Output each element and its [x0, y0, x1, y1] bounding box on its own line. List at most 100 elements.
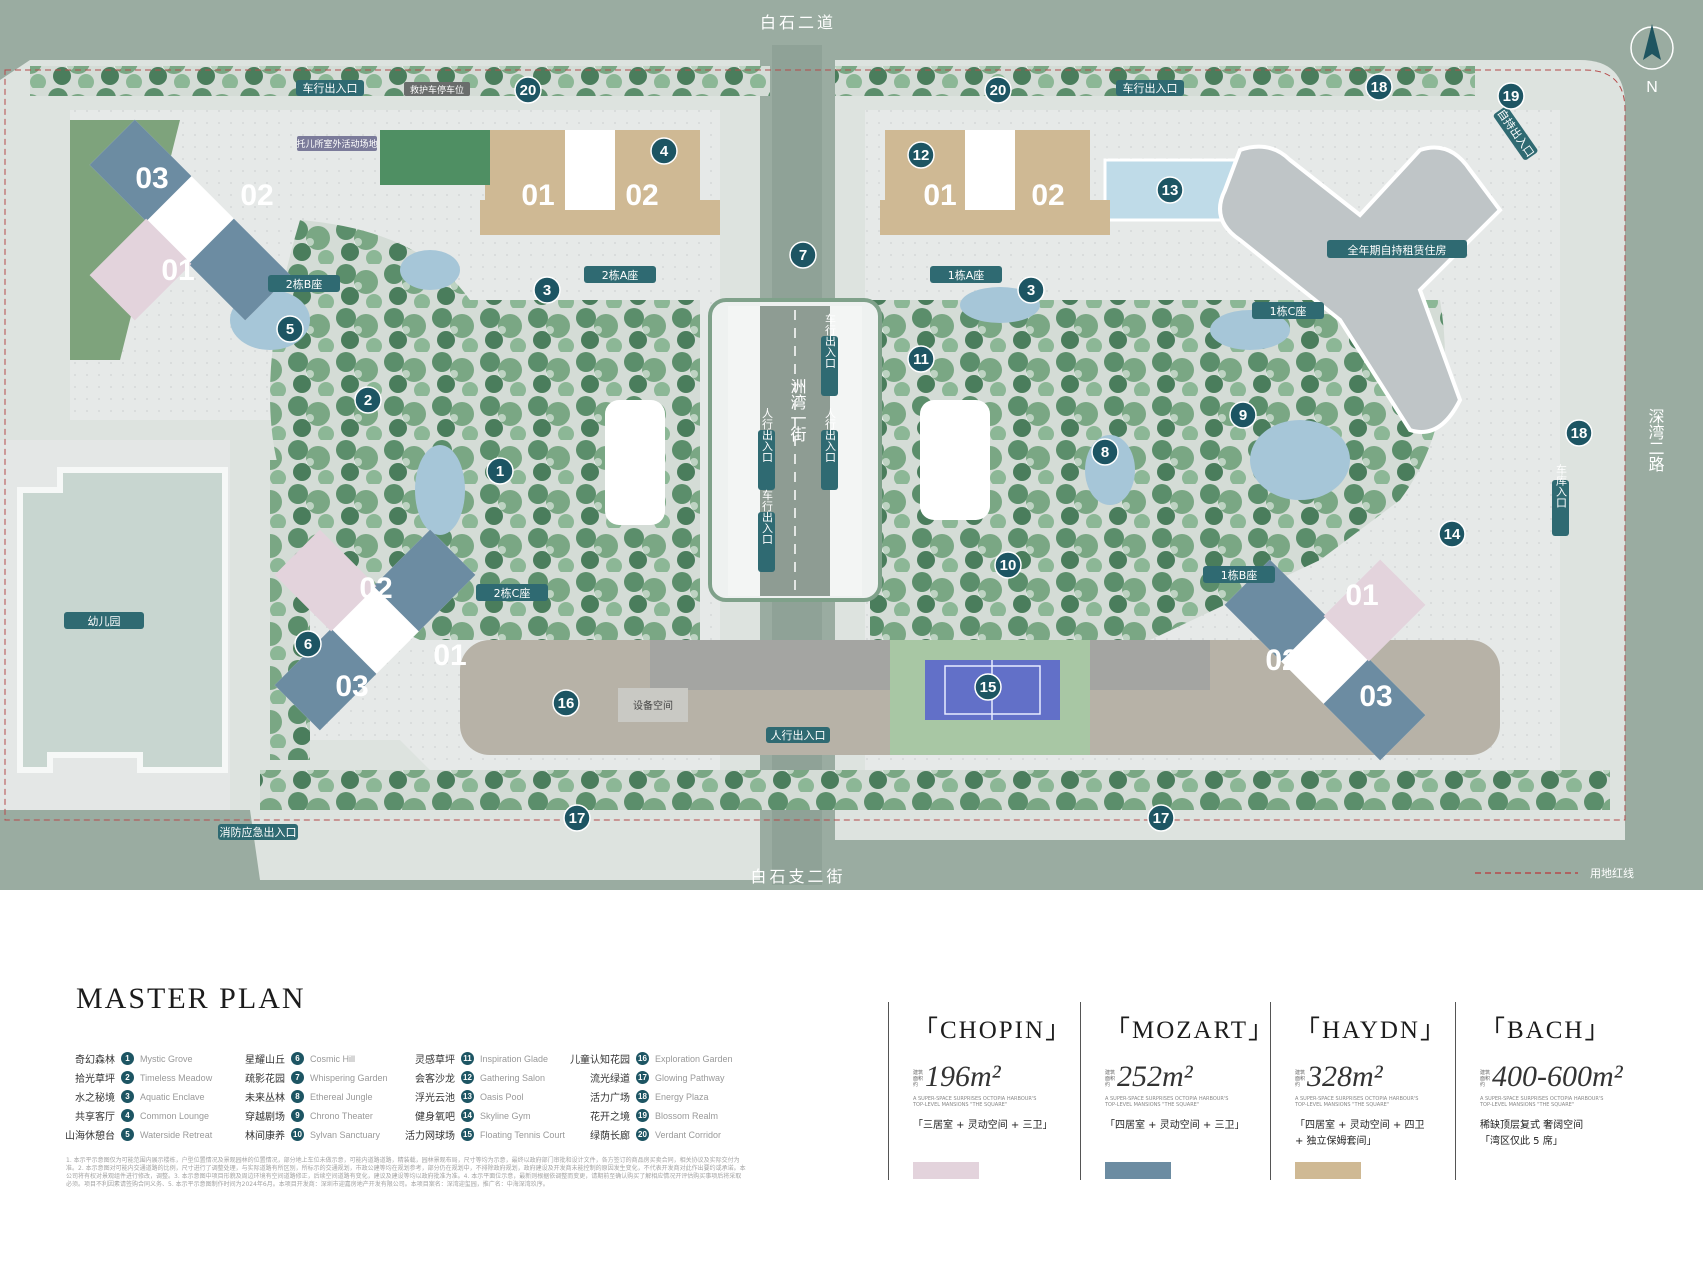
marker-label: 20 [990, 82, 1007, 99]
legend-num: 15 [461, 1128, 474, 1141]
marker-circle [533, 276, 561, 304]
road-east-label: 深湾二路 [1646, 408, 1665, 472]
marker-label: 13 [1162, 182, 1179, 199]
feature-marker-15: 15 [974, 673, 1002, 701]
marker-circle [1156, 176, 1184, 204]
marker-circle [1017, 276, 1045, 304]
unit-name: 「HAYDN」 [1295, 1017, 1447, 1044]
legend-num: 3 [121, 1090, 134, 1103]
tag-mid-car-1: 车行出入口 [821, 312, 838, 396]
garden-north-strip [30, 66, 770, 96]
road-north-label: 白石二道 [760, 13, 836, 32]
feature-marker-1: 1 [486, 457, 514, 485]
feature-marker-14: 14 [1438, 520, 1466, 548]
unit-color-swatch [1295, 1162, 1361, 1179]
marker-circle [1565, 419, 1593, 447]
unit-card-mozart: 「MOZART」 建筑面积约 252m² A SUPER-SPACE SURPR… [1080, 1002, 1273, 1180]
marker-label: 8 [1101, 444, 1109, 461]
legend-cn: 奇幻森林 [75, 1055, 115, 1066]
building-2a: 01 02 [480, 130, 720, 235]
feature-marker-18: 18 [1365, 73, 1393, 101]
feature-marker-12: 12 [907, 141, 935, 169]
unit-size-prefix: 建筑面积约 [1105, 1070, 1116, 1088]
legend-en: Exploration Garden [655, 1053, 733, 1064]
unit-name: 「BACH」 [1480, 1017, 1612, 1044]
marker-label: 11 [913, 351, 929, 368]
feature-marker-11: 11 [907, 345, 935, 373]
feature-marker-2: 2 [354, 386, 382, 414]
unit-name: 「CHOPIN」 [913, 1017, 1073, 1044]
pond-1c [1210, 310, 1290, 350]
svg-text:车库入口: 车库入口 [1555, 463, 1568, 508]
legend-cn: 活力广场 [590, 1093, 630, 1104]
legend-cn: 绿荫长廊 [590, 1131, 630, 1142]
svg-text:人行出入口: 人行出入口 [761, 407, 774, 462]
marker-circle [1229, 401, 1257, 429]
legend-cn: 未来丛林 [245, 1093, 285, 1104]
legend-num: 20 [636, 1128, 649, 1141]
marker-circle [984, 76, 1012, 104]
legend-en: Common Lounge [140, 1110, 210, 1121]
feature-marker-3: 3 [533, 276, 561, 304]
building-2c-01: 01 [433, 639, 466, 672]
master-plan-map: 幼儿园 设备空间 01 02 01 0 [0, 0, 1703, 890]
legend-en: Skyline Gym [480, 1110, 531, 1121]
feature-marker-9: 9 [1229, 401, 1257, 429]
marker-label: 3 [543, 282, 551, 299]
legend-cn: 活力网球场 [405, 1131, 455, 1142]
unit-size-row: 建筑面积约 328m² [1295, 1058, 1455, 1094]
master-plan-title: MASTER PLAN [76, 982, 306, 1015]
svg-text:托儿所室外活动场地: 托儿所室外活动场地 [296, 138, 377, 150]
marker-circle [994, 551, 1022, 579]
svg-text:车行出入口: 车行出入口 [824, 312, 837, 368]
unit-size-row: 建筑面积约 252m² [1105, 1058, 1270, 1094]
legend-num: 1 [121, 1052, 134, 1065]
legend-cn: 灵感草坪 [415, 1055, 455, 1066]
unit-tagline: A SUPER-SPACE SURPRISES OCTOPIA HARBOUR'… [1480, 1096, 1604, 1108]
legend-num: 7 [291, 1071, 304, 1084]
marker-circle [974, 673, 1002, 701]
svg-text:1栋B座: 1栋B座 [1221, 568, 1258, 582]
unit-description: 稀缺顶层复式 奢阔空间 「湾区仅此 5 席」 [1480, 1120, 1584, 1147]
building-2b [89, 119, 291, 321]
marker-label: 18 [1371, 79, 1388, 96]
marker-label: 19 [1503, 88, 1520, 105]
legend-en: Oasis Pool [480, 1091, 524, 1102]
legend-num: 8 [291, 1090, 304, 1103]
legend-num: 17 [636, 1071, 649, 1084]
garden-south-strip [260, 770, 1610, 810]
marker-label: 16 [558, 695, 575, 712]
legend-en: Chrono Theater [310, 1110, 373, 1121]
pond-9 [1250, 420, 1350, 500]
legend-cn: 林间康养 [245, 1131, 285, 1142]
legend-num: 5 [121, 1128, 134, 1141]
svg-text:1栋A座: 1栋A座 [948, 268, 985, 282]
disclaimer-text: 1. 本示平示意图仅为可能范围内展示楼栋，户型位置情况及景观园林的位置情况，部分… [66, 1157, 746, 1188]
unit-size-prefix: 建筑面积约 [913, 1070, 924, 1088]
marker-label: 15 [980, 679, 997, 696]
tag-bldg-2c: 2栋C座 [476, 584, 548, 601]
building-2b-03: 03 [135, 162, 168, 195]
legend-cn: 穿越剧场 [245, 1112, 285, 1123]
marker-label: 14 [1444, 526, 1461, 543]
tag-car-entrance-tr: 车行出入口 [1116, 80, 1184, 96]
garden-west [270, 220, 700, 640]
marker-circle [907, 345, 935, 373]
feature-marker-8: 8 [1091, 438, 1119, 466]
marker-circle [294, 630, 322, 658]
feature-marker-7: 7 [789, 241, 817, 269]
feature-marker-18: 18 [1565, 419, 1593, 447]
marker-label: 17 [1153, 810, 1170, 827]
tag-mid-car-2: 车行出入口 [758, 488, 775, 572]
